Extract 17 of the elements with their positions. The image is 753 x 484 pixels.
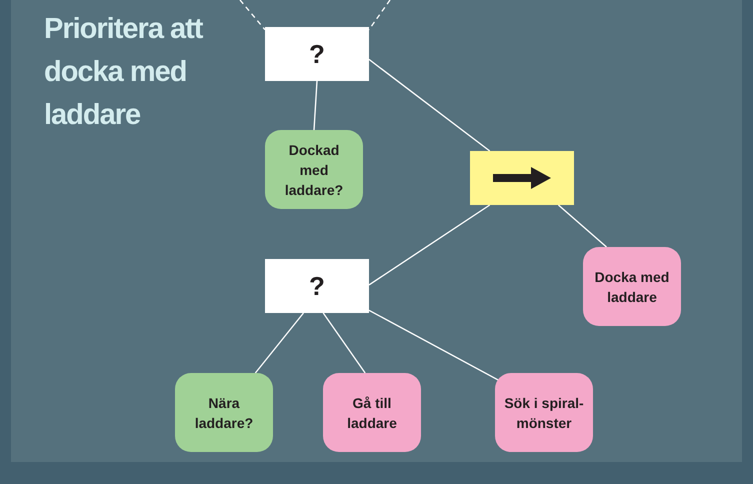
selector-box: ?	[265, 27, 369, 81]
connector-line	[368, 58, 490, 152]
connector-line	[558, 204, 607, 248]
connector-line	[368, 204, 490, 286]
connector-line	[254, 312, 304, 374]
condition-box: Dockad med laddare?	[265, 130, 363, 209]
action-box: Gå till laddare	[323, 373, 421, 452]
condition-box: Nära laddare?	[175, 373, 273, 452]
connector-line	[368, 310, 500, 382]
action-box: Sök i spiral-mönster	[495, 373, 593, 452]
sequence-box	[470, 151, 574, 205]
title: Prioritera att docka med laddare	[44, 12, 204, 133]
action-box: Docka med laddare	[583, 247, 681, 326]
connector-line	[313, 80, 318, 130]
connector-line	[240, 0, 266, 30]
connector-line	[322, 312, 366, 374]
selector-box: ?	[265, 259, 369, 313]
